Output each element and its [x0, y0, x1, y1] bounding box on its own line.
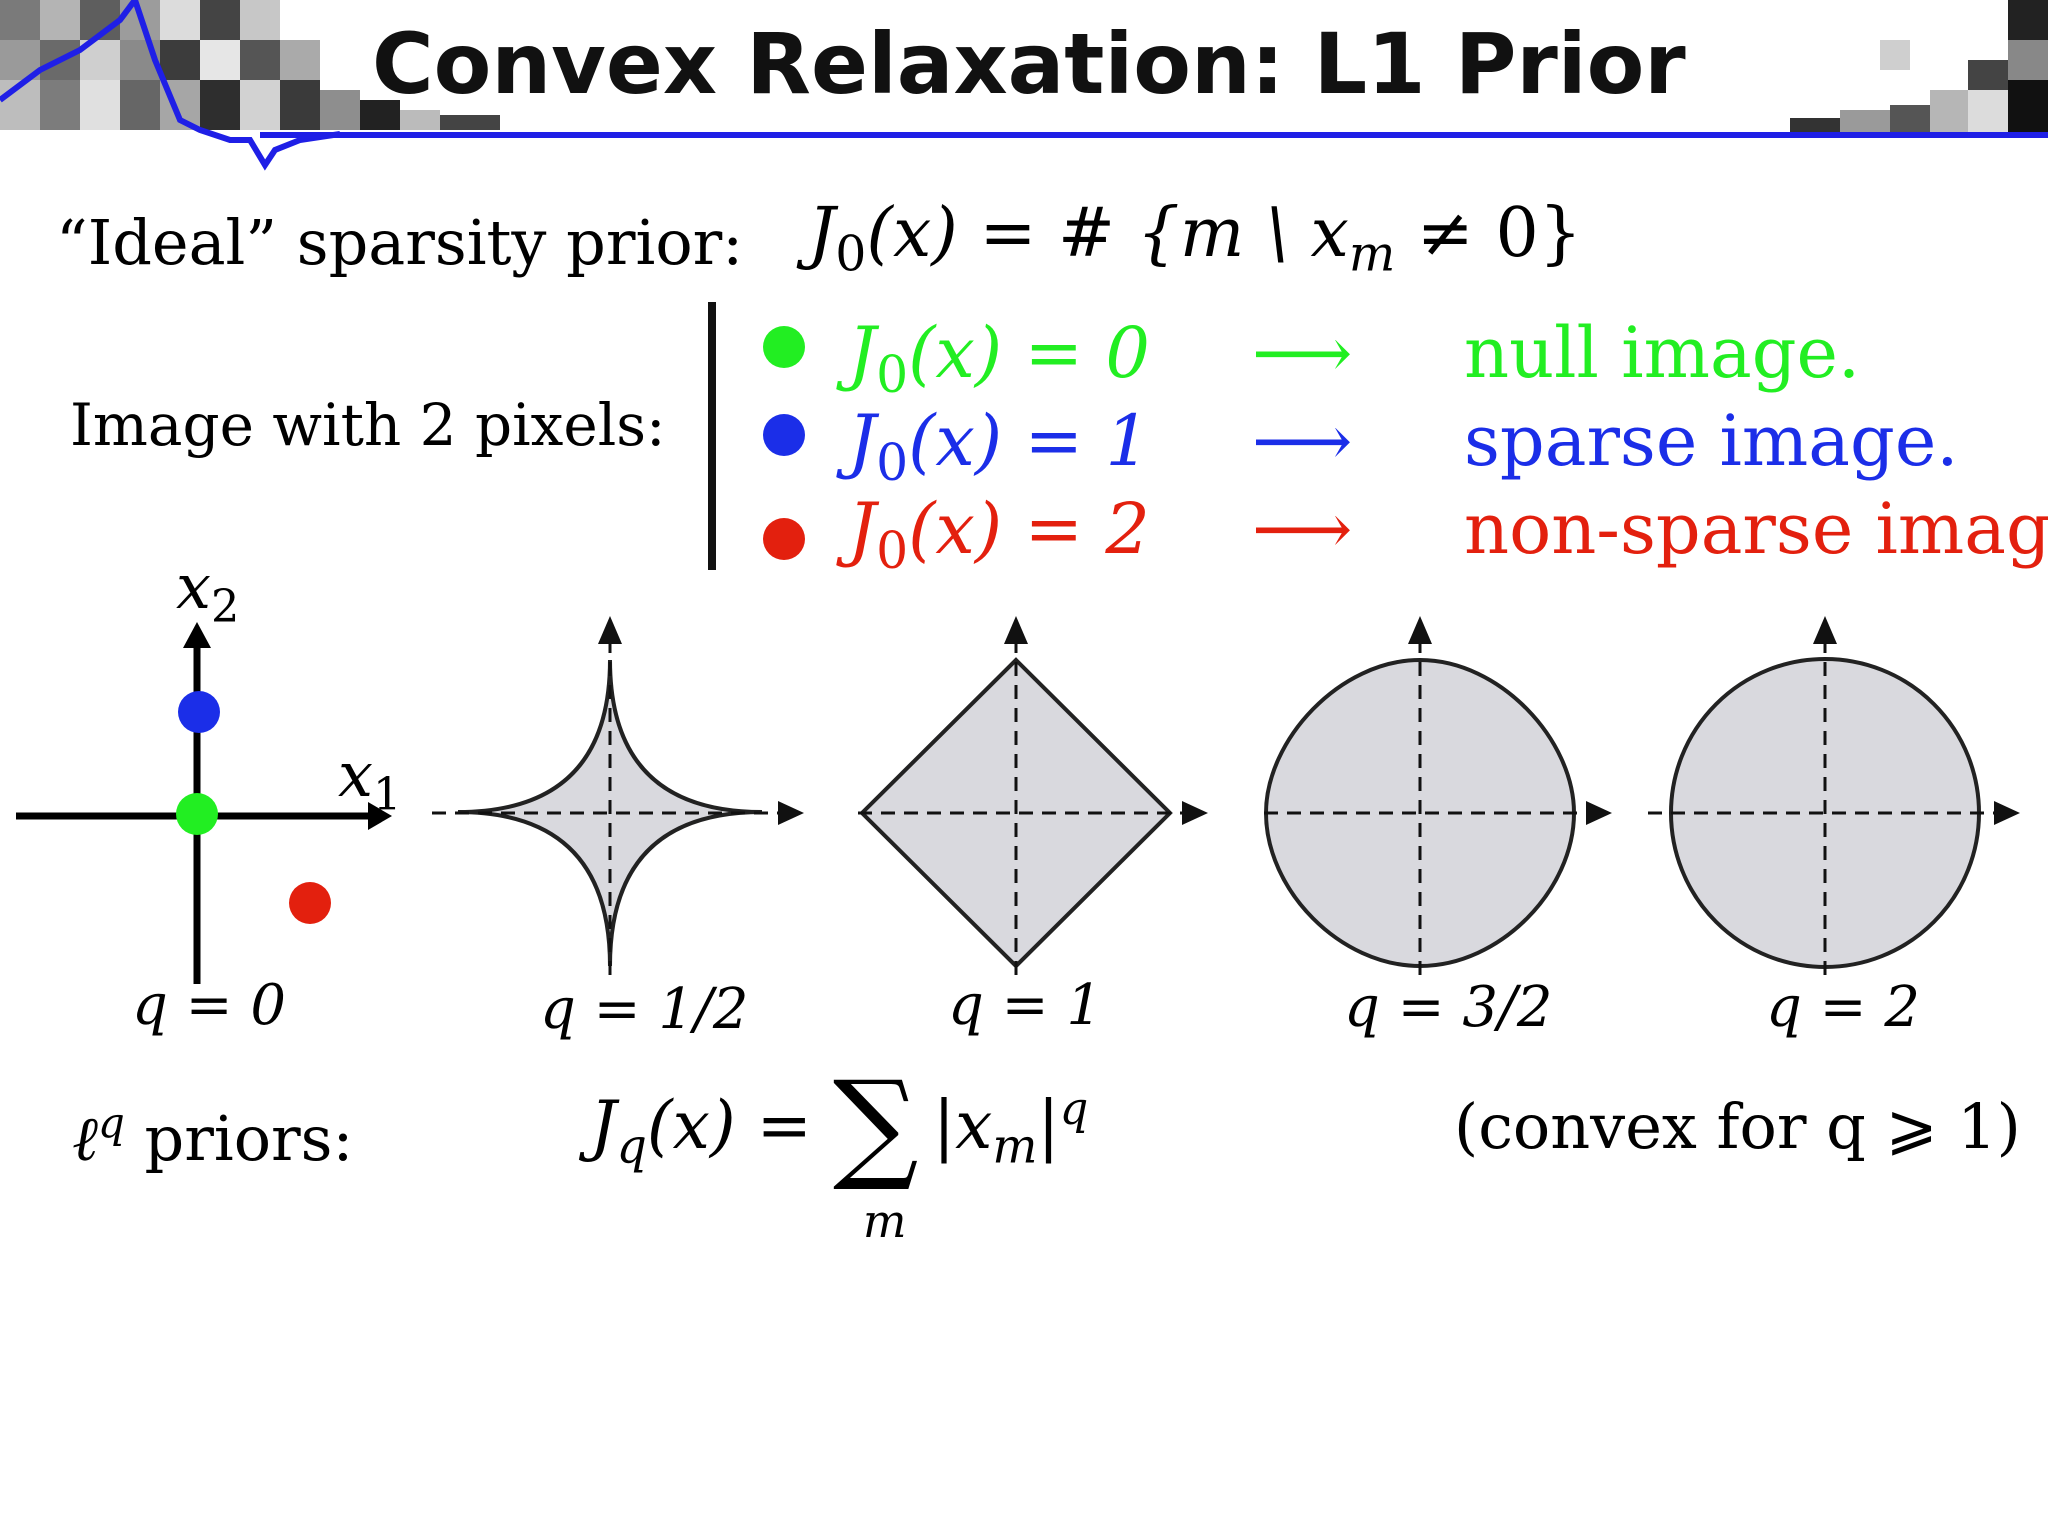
x1-axis-label: x1 — [338, 738, 402, 821]
legend-eq-sparse: J0(x) = 1 — [848, 400, 1150, 493]
legend-eq-nonsparse: J0(x) = 2 — [848, 488, 1150, 581]
arrow-right-icon: ⟶ — [1252, 312, 1353, 394]
h-arrow-icon — [1182, 801, 1208, 825]
formula-body: (x) = # {m \ x — [866, 194, 1349, 273]
title-underline — [260, 132, 2048, 138]
formula-end: ≠ 0} — [1395, 194, 1583, 273]
legend-eq-null: J0(x) = 0 — [848, 312, 1150, 405]
legend-desc-nonsparse: non-sparse image. — [1464, 488, 2048, 570]
q-label-two: q = 2 — [1766, 975, 1920, 1040]
left-pixel-mosaic — [0, 0, 500, 130]
v-arrow-icon — [1004, 616, 1028, 644]
q-label-half: q = 1/2 — [540, 977, 749, 1042]
image-two-pixels-label: Image with 2 pixels: — [70, 391, 666, 459]
lq-prior-formula: Jq(x) = ∑m|xm|q — [590, 1056, 1089, 1248]
formula-body-sub: m — [1348, 225, 1396, 283]
green-dot-icon — [763, 326, 805, 368]
formula-fn: J — [808, 194, 836, 273]
q-one-panel — [858, 616, 1208, 975]
sum-symbol: ∑m — [832, 1056, 919, 1248]
x2-axis-label: x2 — [176, 550, 240, 633]
null-point — [176, 793, 218, 835]
q-label-one: q = 1 — [948, 973, 1102, 1038]
nonsparse-point — [289, 882, 331, 924]
lq-priors-label: ℓq priors: — [72, 1098, 354, 1176]
x2-arrow-icon — [183, 622, 211, 648]
sparse-point — [178, 691, 220, 733]
q-two-panel — [1648, 616, 2020, 975]
formula-fn-sub: 0 — [835, 225, 867, 283]
slide-header: Convex Relaxation: L1 Prior — [0, 0, 2048, 171]
arrow-right-icon: ⟶ — [1252, 488, 1353, 570]
h-arrow-icon — [1586, 801, 1612, 825]
ideal-prior-label: “Ideal” sparsity prior: — [56, 206, 744, 279]
red-dot-icon — [763, 518, 805, 560]
header-pixel-decoration — [0, 0, 2048, 171]
q-half-panel — [432, 616, 804, 975]
v-arrow-icon — [1813, 616, 1837, 644]
right-pixel-mosaic — [1790, 0, 2048, 132]
slide-title: Convex Relaxation: L1 Prior — [372, 15, 1686, 113]
q-label-three-halves: q = 3/2 — [1344, 975, 1553, 1040]
legend-desc-null: null image. — [1464, 312, 1861, 394]
ideal-prior-formula: J0(x) = # {m \ xm ≠ 0} — [808, 200, 1582, 280]
legend-desc-sparse: sparse image. — [1464, 400, 1959, 482]
convexity-note: (convex for q ⩾ 1) — [1454, 1090, 2021, 1163]
h-arrow-icon — [1994, 801, 2020, 825]
arrow-right-icon: ⟶ — [1252, 400, 1353, 482]
v-arrow-icon — [1408, 616, 1432, 644]
x1-arrow-icon — [368, 802, 392, 830]
q-three-halves-panel — [1263, 616, 1612, 975]
q0-panel — [16, 622, 392, 984]
legend-bracket-bar — [708, 302, 716, 570]
q-label-0: q = 0 — [132, 973, 286, 1038]
h-arrow-icon — [778, 801, 804, 825]
v-arrow-icon — [598, 616, 622, 644]
header-blue-curve — [0, 0, 341, 171]
blue-dot-icon — [763, 414, 805, 456]
